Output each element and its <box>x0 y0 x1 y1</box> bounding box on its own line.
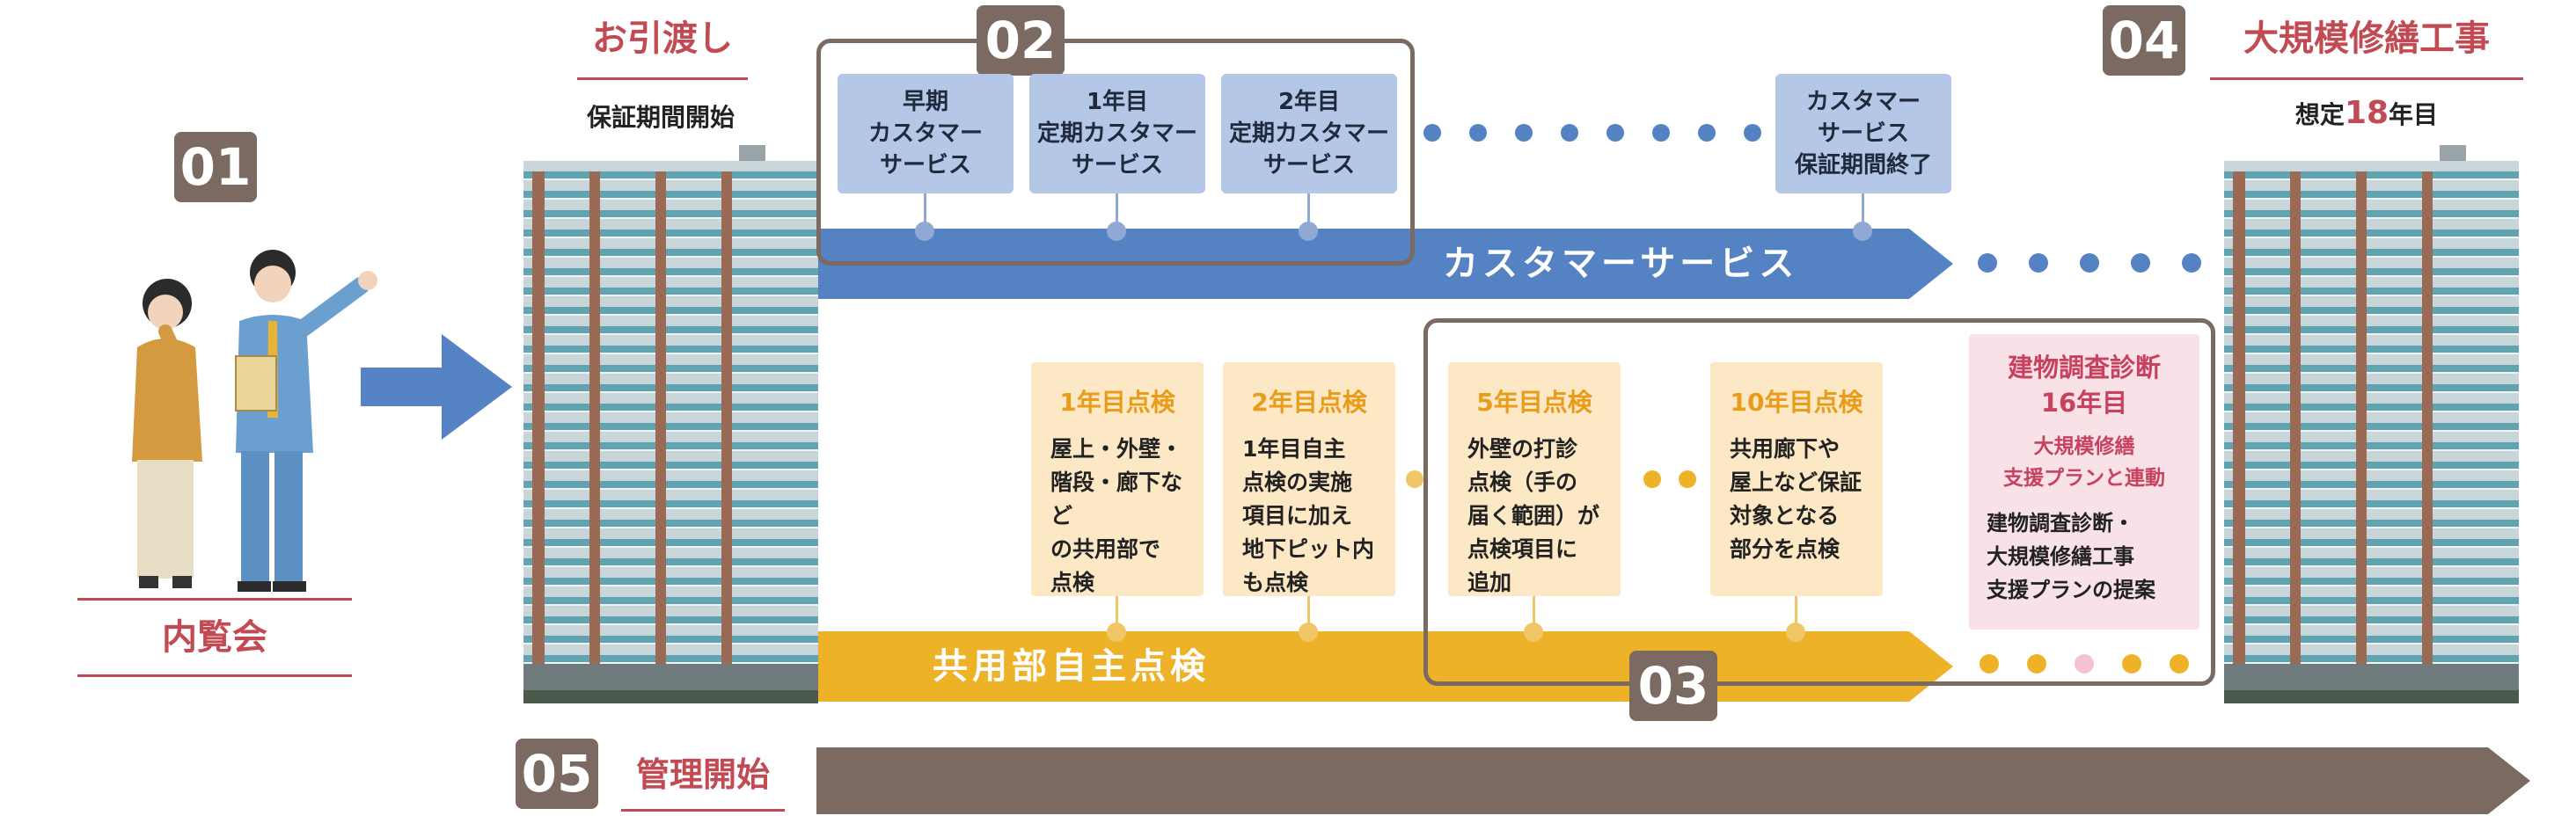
inspection-year2-title: 2年目点検 <box>1251 388 1367 417</box>
dot <box>1980 654 1999 674</box>
stage-03-frame <box>1423 318 2215 686</box>
dot <box>2182 253 2201 273</box>
survey-subtitle-2: 支援プランと連動 <box>2003 467 2165 490</box>
dot <box>2170 654 2189 674</box>
cs-item-year1: 1年目 定期カスタマー サービス <box>1029 74 1205 193</box>
survey-subtitle-1: 大規模修繕 <box>2033 435 2135 458</box>
connector <box>1307 193 1310 229</box>
inspection-year10: 10年目点検 共用廊下や 屋上など保証 対象となる 部分を点検 <box>1710 362 1883 596</box>
dot <box>1423 124 1441 142</box>
survey-text: 建物調査診断・ 大規模修繕工事 支援プランの提案 <box>1987 511 2155 602</box>
management-bar <box>816 747 2530 814</box>
stage-04-subtitle-pre: 想定 <box>2294 100 2345 129</box>
inspection-year5-text: 外壁の打診 点検（手の 届く範囲）が 点検項目に 追加 <box>1467 436 1600 595</box>
stage-04-subtitle-number: 18 <box>2344 95 2389 131</box>
stage-02-frame <box>816 39 1415 266</box>
couple-touring-icon <box>132 250 377 592</box>
right-arrow-icon <box>361 334 512 440</box>
dot <box>1853 222 1872 241</box>
inspection-year1-text: 屋上・外壁・ 階段・廊下など の共用部で 点検 <box>1050 436 1183 595</box>
stage-04-title: 大規模修繕工事 <box>2210 0 2523 80</box>
connector <box>1862 193 1864 229</box>
handover-title: お引渡し <box>577 0 748 80</box>
dot <box>2131 253 2150 273</box>
survey-title-2: 16年目 <box>2040 388 2128 418</box>
stage-03-badge: 03 <box>1629 651 1717 721</box>
building-survey: 建物調査診断 16年目 大規模修繕 支援プランと連動 建物調査診断・ 大規模修繕… <box>1969 334 2199 630</box>
survey-title-1: 建物調査診断 <box>2007 353 2161 382</box>
inspection-year10-text: 共用廊下や 屋上など保証 対象となる 部分を点検 <box>1730 436 1862 562</box>
stage-01-badge: 01 <box>174 132 257 202</box>
connector <box>1116 193 1118 229</box>
dot <box>1299 222 1318 241</box>
dot <box>2029 253 2048 273</box>
stage-04-badge: 04 <box>2103 5 2185 76</box>
dot <box>1744 124 1761 142</box>
stage-04-subtitle-post: 年目 <box>2389 100 2439 129</box>
handover-subtitle: 保証期間開始 <box>586 103 735 132</box>
connector <box>1533 596 1535 631</box>
tower-condominium-icon <box>523 145 818 703</box>
dot <box>1652 124 1670 142</box>
dot <box>1643 470 1661 488</box>
dot <box>1679 470 1696 488</box>
stage-05-badge: 05 <box>516 739 598 809</box>
dot <box>915 222 934 241</box>
dot <box>1606 124 1624 142</box>
dot <box>1698 124 1716 142</box>
dot <box>2027 654 2046 674</box>
dot <box>2075 654 2094 674</box>
stage-02-badge: 02 <box>977 5 1065 76</box>
cs-item-year2: 2年目 定期カスタマー サービス <box>1221 74 1397 193</box>
inspection-year2-text: 1年目自主 点検の実施 項目に加え 地下ピット内 も点検 <box>1242 436 1375 595</box>
inspection-bar-label: 共用部自主点検 <box>933 646 1210 687</box>
inspection-year1: 1年目点検 屋上・外壁・ 階段・廊下など の共用部で 点検 <box>1031 362 1204 596</box>
cs-item-early: 早期 カスタマー サービス <box>838 74 1014 193</box>
stage-01-title: 内覧会 <box>77 598 352 677</box>
connector <box>1795 596 1797 631</box>
dot <box>1299 623 1318 642</box>
connector <box>924 193 926 229</box>
dot <box>1524 623 1543 642</box>
customer-service-bar-label: カスタマーサービス <box>1443 244 1799 284</box>
cs-item-warranty-end: カスタマー サービス 保証期間終了 <box>1775 74 1951 193</box>
inspection-year2: 2年目点検 1年目自主 点検の実施 項目に加え 地下ピット内 も点検 <box>1223 362 1395 596</box>
inspection-year5-title: 5年目点検 <box>1476 388 1592 417</box>
dot <box>1107 222 1126 241</box>
dot <box>1515 124 1533 142</box>
inspection-year1-title: 1年目点検 <box>1059 388 1175 417</box>
tower-condominium-icon <box>2224 145 2519 703</box>
inspection-year5: 5年目点検 外壁の打診 点検（手の 届く範囲）が 点検項目に 追加 <box>1448 362 1621 596</box>
inspection-year10-title: 10年目点検 <box>1730 388 1863 417</box>
connector <box>1116 596 1118 631</box>
dot <box>1561 124 1578 142</box>
dot <box>1978 253 1997 273</box>
dot <box>2080 253 2099 273</box>
dot <box>1786 623 1805 642</box>
stage-05-title: 管理開始 <box>621 740 785 812</box>
dot <box>2122 654 2141 674</box>
stage-04-subtitle: 想定18年目 <box>2243 95 2490 131</box>
dot <box>1469 124 1487 142</box>
dot <box>1107 623 1126 642</box>
connector <box>1307 596 1310 631</box>
dot <box>1406 470 1423 488</box>
